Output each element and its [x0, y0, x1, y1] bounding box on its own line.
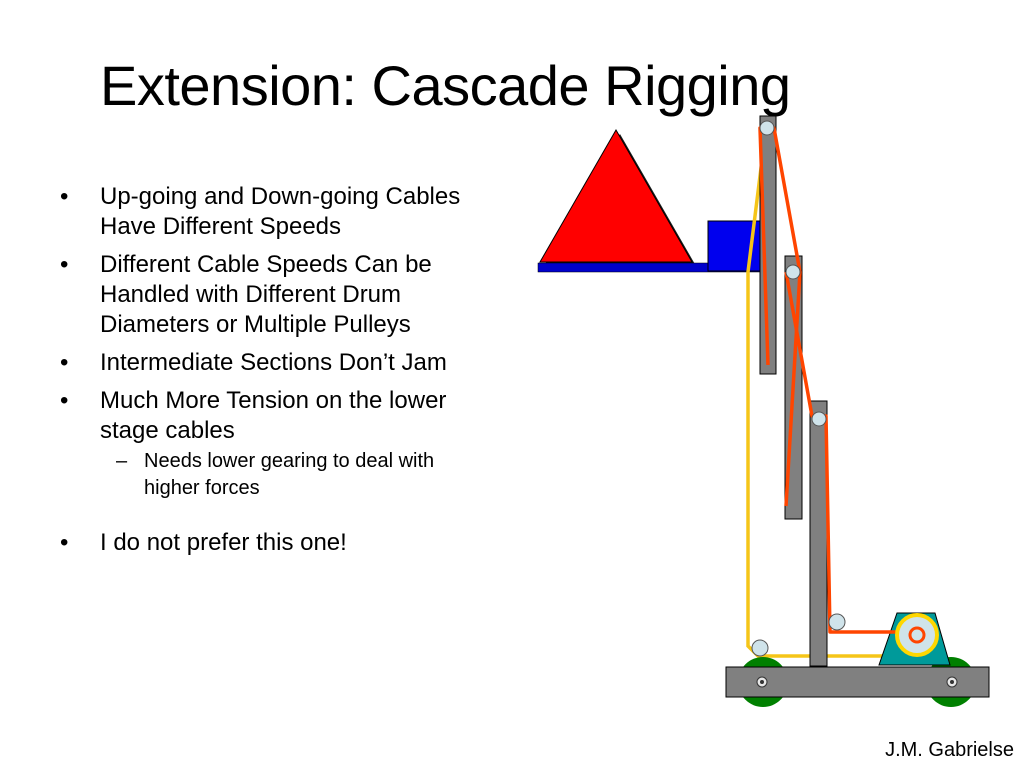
bullet-item: • I do not prefer this one!: [56, 528, 476, 558]
author-credit: J.M. Gabrielse: [885, 739, 1014, 761]
bullet-marker: •: [60, 251, 69, 278]
pulley-top: [759, 120, 775, 136]
slide-title: Extension: Cascade Rigging: [100, 54, 791, 117]
bullet-list: • Up-going and Down-going Cables Have Di…: [56, 182, 476, 566]
bullet-marker: •: [60, 349, 69, 376]
cascade-rigging-diagram: [537, 115, 990, 707]
axle-left-center: [760, 680, 764, 684]
bullet-marker: •: [60, 183, 69, 210]
bullet-text: I do not prefer this one!: [100, 529, 347, 556]
bullet-item: • Different Cable Speeds Can be Handled …: [56, 250, 476, 340]
pulley-lower: [811, 411, 827, 427]
chassis-base: [725, 666, 990, 698]
stage-3-upper: [759, 115, 777, 375]
bullet-item: • Much More Tension on the lower stage c…: [56, 386, 476, 446]
stage-1-lower: [809, 400, 828, 667]
bullet-text: Different Cable Speeds Can be Handled wi…: [100, 251, 432, 338]
winch-drum-hub: [908, 626, 926, 644]
sub-bullet-marker: –: [116, 450, 128, 472]
game-piece-triangle: [539, 128, 693, 263]
bullet-text: Intermediate Sections Don’t Jam: [100, 349, 447, 376]
bullet-item: • Up-going and Down-going Cables Have Di…: [56, 182, 476, 242]
lift-cable-lower: [784, 271, 916, 634]
axle-right-center: [950, 680, 954, 684]
bullet-marker: •: [60, 529, 69, 556]
sub-bullet-item: – Needs lower gearing to deal with highe…: [56, 448, 476, 502]
sub-bullet-text: Needs lower gearing to deal with higher …: [144, 450, 435, 499]
pulley-return: [751, 639, 769, 657]
pulley-base: [828, 613, 846, 631]
bullet-marker: •: [60, 387, 69, 414]
pulley-middle: [785, 264, 801, 280]
bullet-item: • Intermediate Sections Don’t Jam: [56, 348, 476, 378]
bullet-text: Up-going and Down-going Cables Have Diff…: [100, 183, 461, 240]
bullet-text: Much More Tension on the lower stage cab…: [100, 387, 447, 444]
